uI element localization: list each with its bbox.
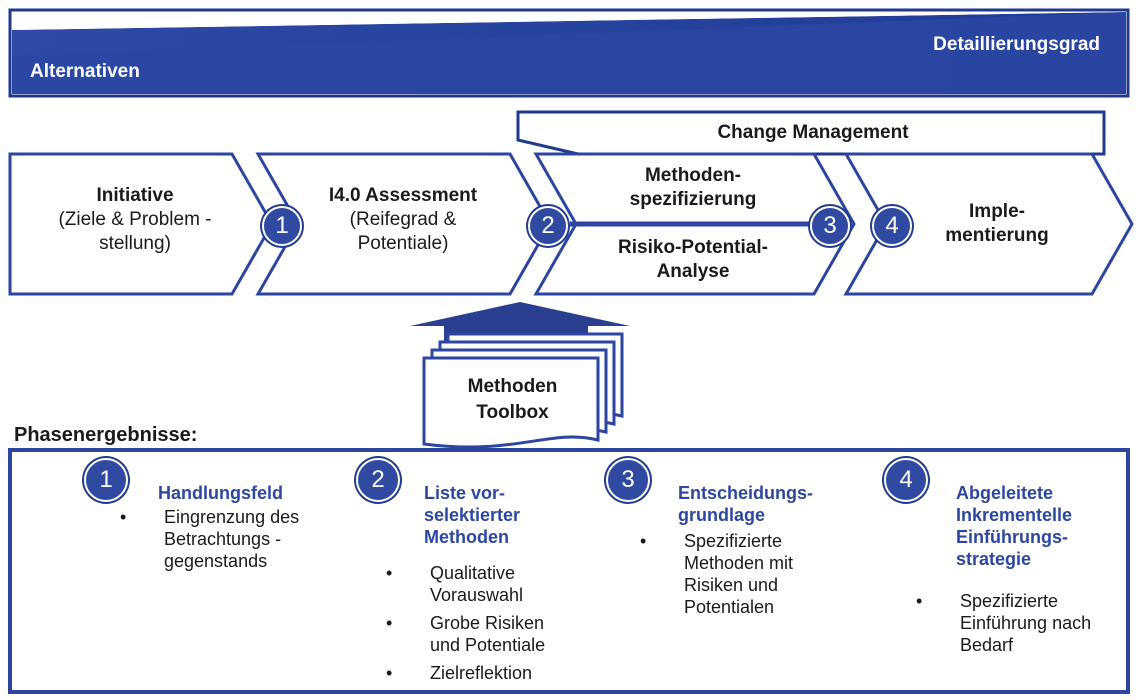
result-3-number: 3 xyxy=(606,458,650,502)
result-3-list: • Spezifizierte Methoden mit Risiken und… xyxy=(634,530,793,618)
result-4-number: 4 xyxy=(884,458,928,502)
phase-specification-title: Methoden- xyxy=(644,165,742,186)
result-1-item-line: Eingrenzung des xyxy=(164,507,300,527)
result-2-title: Liste vor- selektierter Methoden xyxy=(424,482,520,548)
phase-implementation-title: Imple- xyxy=(969,201,1025,222)
phase-initiative-line: (Ziele & Problem - xyxy=(58,209,212,230)
toolbox-arrow xyxy=(410,302,630,326)
phase-specification-title-2: spezifizierung xyxy=(629,189,757,210)
bullet: • xyxy=(640,531,647,551)
step-1-marker: 1 xyxy=(262,206,302,246)
result-3-title: Entscheidungs- grundlage xyxy=(678,482,813,526)
bullet: • xyxy=(386,613,393,633)
results-heading: Phasenergebnisse: xyxy=(14,424,198,446)
phase-assessment-title: I4.0 Assessment xyxy=(328,185,478,206)
step-2-marker: 2 xyxy=(528,206,568,246)
result-4-title-line: strategie xyxy=(956,549,1032,569)
bullet: • xyxy=(120,507,127,527)
phase-risk-analysis: Risiko-Potential- Analyse xyxy=(578,236,808,284)
result-1-item-line: Betrachtungs - xyxy=(164,529,282,549)
phase-initiative-title: Initiative xyxy=(96,185,174,206)
phase-specification: Methoden- spezifizierung xyxy=(578,164,808,212)
result-4-item-line: Spezifizierte xyxy=(960,591,1059,611)
result-3-item-line: Potentialen xyxy=(684,597,775,617)
result-4-title-line: Inkrementelle xyxy=(956,505,1073,525)
result-1-number: 1 xyxy=(84,458,128,502)
list-item: • Zielreflektion xyxy=(380,662,545,684)
list-item: • Grobe Risiken und Potentiale xyxy=(380,612,545,656)
bullet: • xyxy=(916,591,923,611)
result-1-title-line: Handlungsfeld xyxy=(158,483,283,503)
methoden-toolbox: Methoden Toolbox xyxy=(430,374,595,426)
bullet: • xyxy=(386,663,393,683)
result-1-item-line: gegenstands xyxy=(164,551,268,571)
result-3-title-line: grundlage xyxy=(678,505,766,525)
detaillierungsgrad-label: Detaillierungsgrad xyxy=(933,34,1100,55)
list-item: • Eingrenzung des Betrachtungs - gegenst… xyxy=(114,506,299,572)
result-1-list: • Eingrenzung des Betrachtungs - gegenst… xyxy=(114,506,299,572)
result-2-item-line: Grobe Risiken xyxy=(430,613,545,633)
result-1-title: Handlungsfeld xyxy=(158,482,283,504)
result-2-title-line: selektierter xyxy=(424,505,521,525)
list-item: • Qualitative Vorauswahl xyxy=(380,562,545,606)
result-2-item-line: Vorauswahl xyxy=(430,585,524,605)
result-4-list: • Spezifizierte Einführung nach Bedarf xyxy=(910,590,1091,656)
result-4-item-line: Einführung nach xyxy=(960,613,1092,633)
result-4-item-line: Bedarf xyxy=(960,635,1014,655)
result-2-title-line: Methoden xyxy=(424,527,509,547)
result-4-title: Abgeleitete Inkrementelle Einführungs- s… xyxy=(956,482,1072,570)
result-3-title-line: Entscheidungs- xyxy=(678,483,814,503)
phase-implementation-title-2: mentierung xyxy=(945,225,1049,246)
change-management-banner xyxy=(516,110,1106,156)
result-2-number: 2 xyxy=(356,458,400,502)
results-frame xyxy=(8,448,1130,694)
bullet: • xyxy=(386,563,393,583)
change-management-label: Change Management xyxy=(717,122,909,143)
list-item: • Spezifizierte Einführung nach Bedarf xyxy=(910,590,1091,656)
result-2-title-line: Liste vor- xyxy=(424,483,506,503)
step-3-marker: 3 xyxy=(810,206,850,246)
result-2-item-line: Zielreflektion xyxy=(430,663,533,683)
result-4-title-line: Einführungs- xyxy=(956,527,1068,547)
phase-assessment: I4.0 Assessment (Reifegrad & Potentiale) xyxy=(298,184,508,256)
result-3-item-line: Risiken und xyxy=(684,575,779,595)
toolbox-line-1: Methoden xyxy=(467,376,558,397)
result-4-title-line: Abgeleitete xyxy=(956,483,1054,503)
phase-initiative: Initiative (Ziele & Problem - stellung) xyxy=(20,184,250,256)
alternativen-label: Alternativen xyxy=(30,61,140,82)
step-4-marker: 4 xyxy=(872,206,912,246)
chevron-initiative xyxy=(8,152,274,296)
phase-risk-title: Risiko-Potential- xyxy=(618,237,768,258)
phase-assessment-line: Potentiale) xyxy=(357,233,449,254)
toolbox-stack xyxy=(422,332,624,449)
phase-implementation: Imple- mentierung xyxy=(892,200,1102,248)
toolbox-line-2: Toolbox xyxy=(476,402,549,423)
phase-initiative-line: stellung) xyxy=(99,233,171,254)
result-2-item-line: und Potentiale xyxy=(430,635,546,655)
result-2-item-line: Qualitative xyxy=(430,563,516,583)
result-2-list: • Qualitative Vorauswahl • Grobe Risiken… xyxy=(380,562,545,684)
result-3-item-line: Spezifizierte xyxy=(684,531,783,551)
result-3-item-line: Methoden mit xyxy=(684,553,794,573)
phase-risk-title-2: Analyse xyxy=(656,261,730,282)
phase-assessment-line: (Reifegrad & xyxy=(349,209,457,230)
list-item: • Spezifizierte Methoden mit Risiken und… xyxy=(634,530,793,618)
